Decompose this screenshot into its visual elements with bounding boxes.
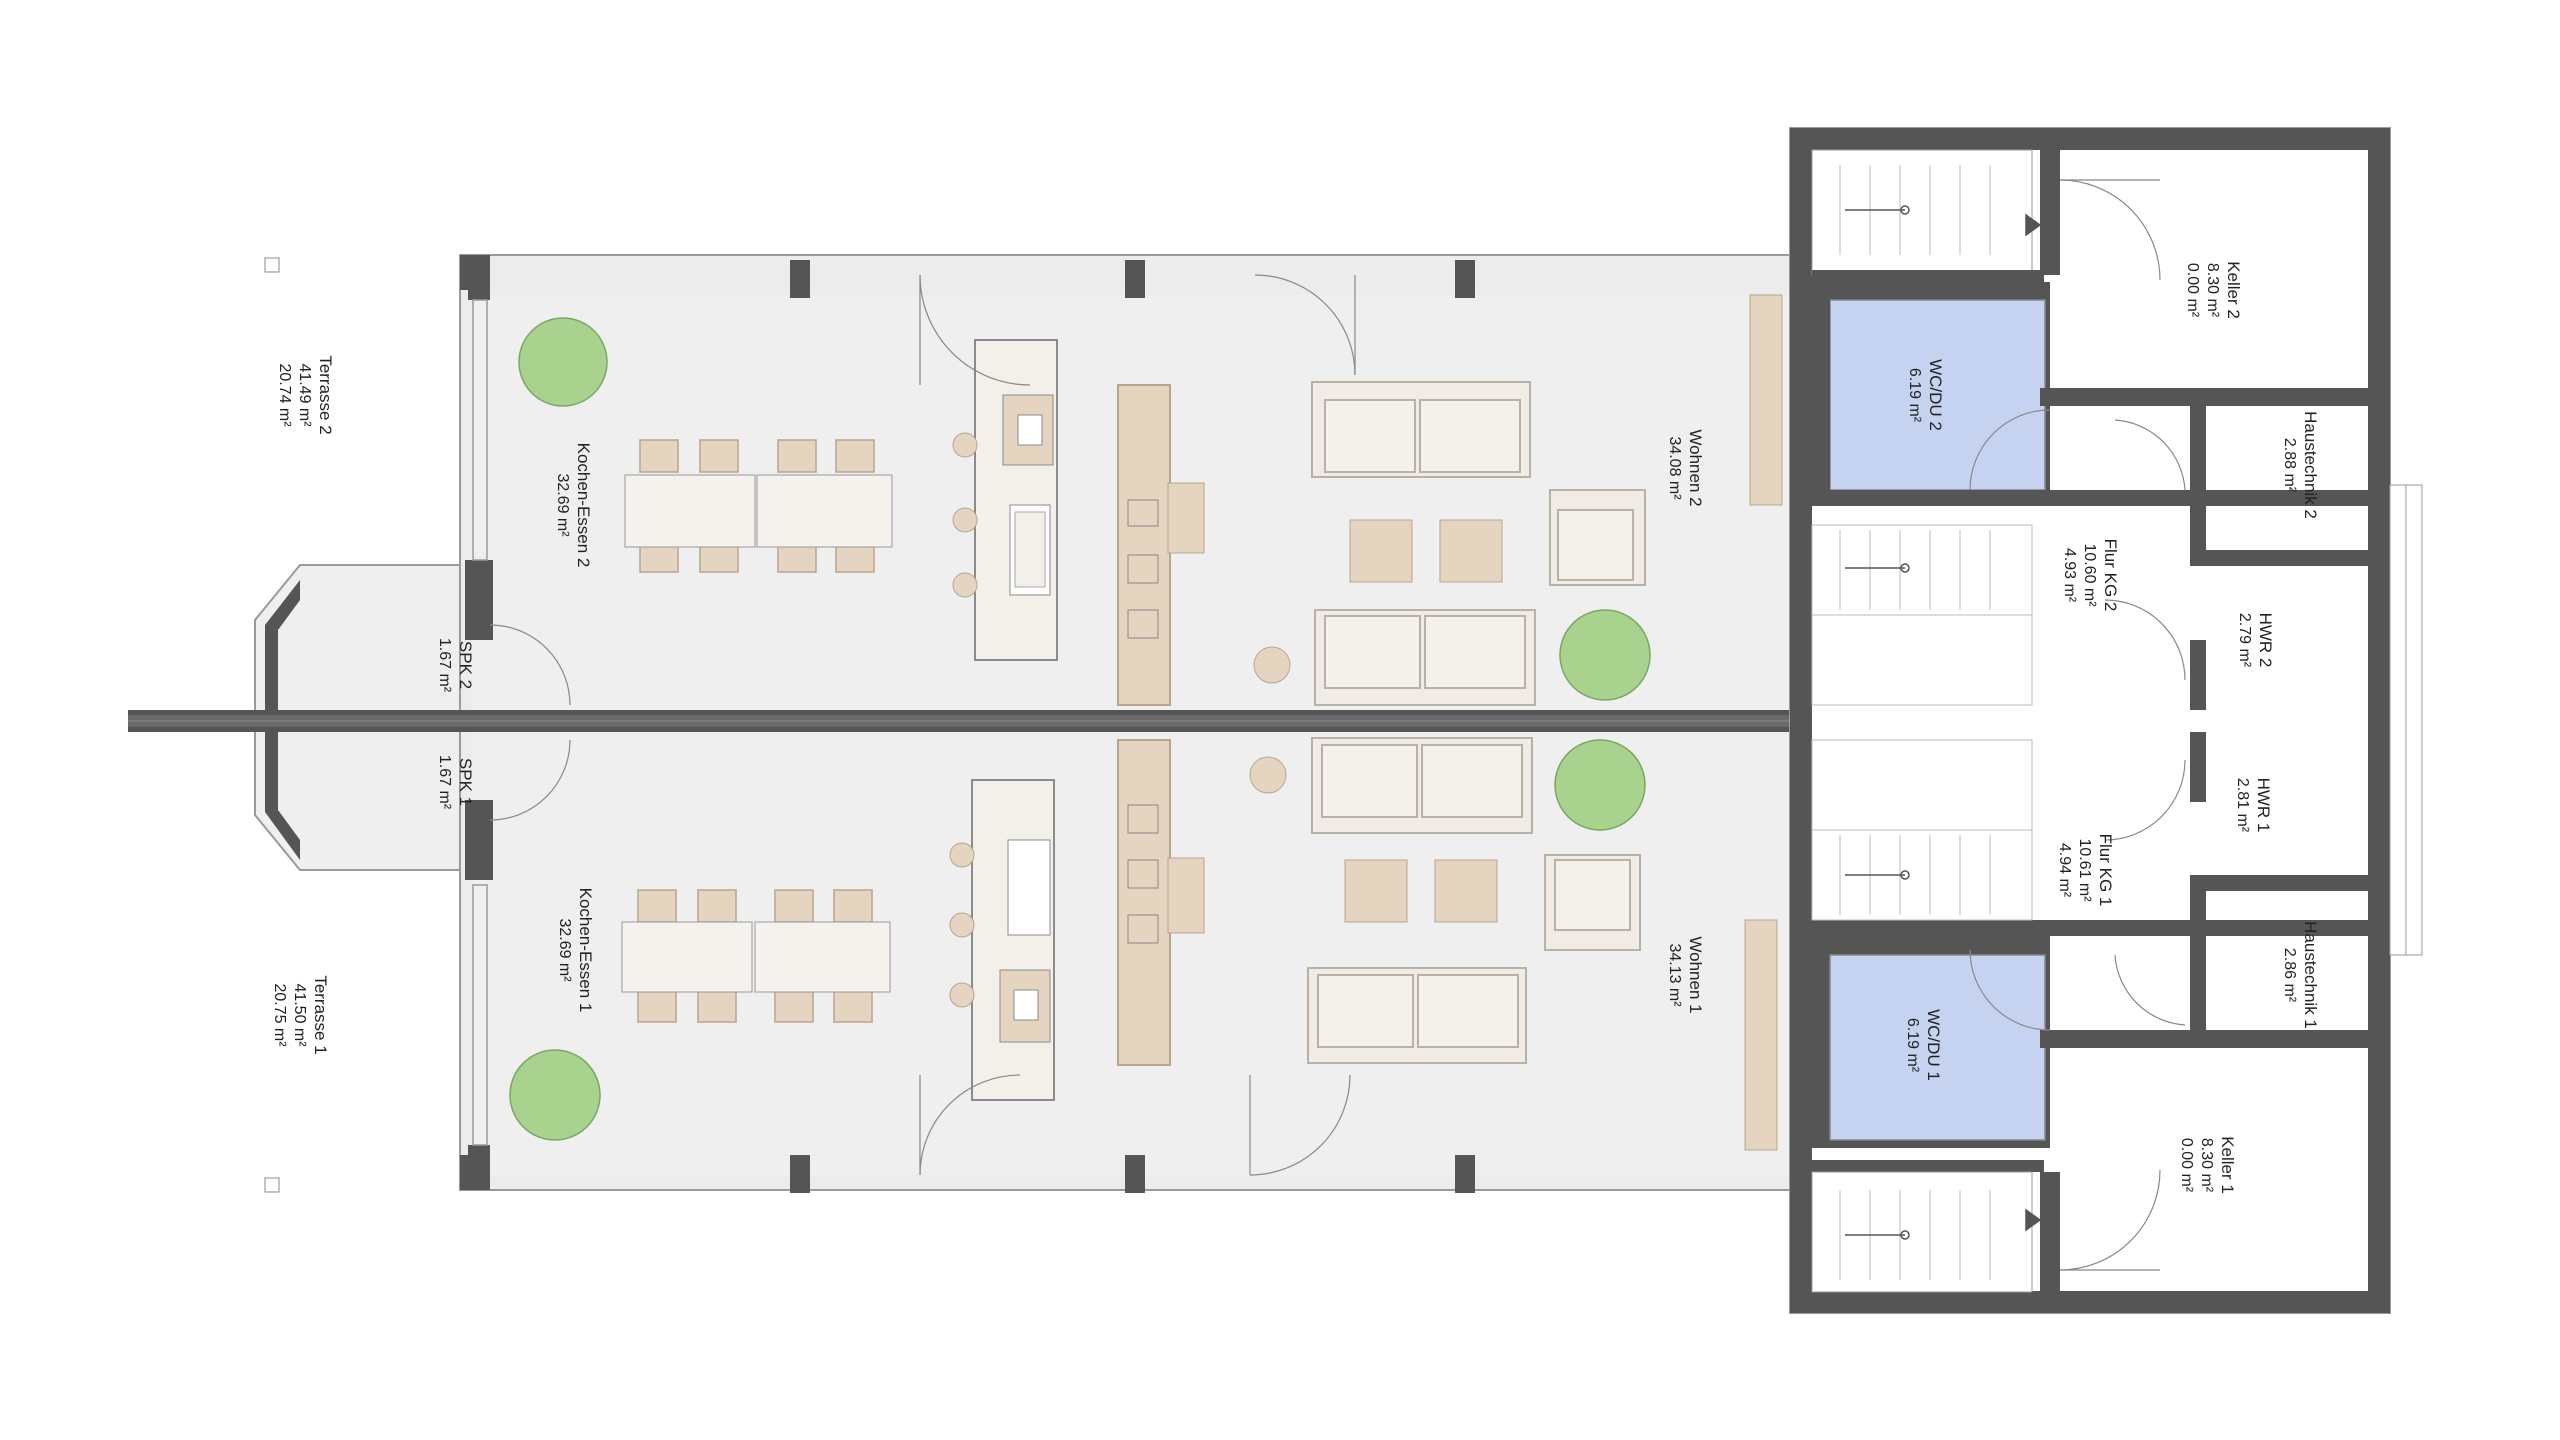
label-wc-du-2: WC/DU 2 6.19 m² <box>1906 359 1945 431</box>
stair-arrows <box>1845 205 2042 1240</box>
svg-text:HWR 1: HWR 1 <box>2254 778 2273 833</box>
svg-text:2.86 m²: 2.86 m² <box>2281 948 2298 1003</box>
side-cabinet-2 <box>1749 294 1783 506</box>
svg-text:2.79 m²: 2.79 m² <box>2236 613 2253 668</box>
svg-text:2.88 m²: 2.88 m² <box>2281 438 2298 493</box>
label-spk-1: SPK 1 1.67 m² <box>436 755 475 810</box>
label-wohnen-2: Wohnen 2 34.08 m² <box>1666 429 1705 506</box>
sofa-upper-1 <box>1311 737 1533 834</box>
svg-text:10.60 m²: 10.60 m² <box>2081 543 2098 607</box>
label-wohnen-1: Wohnen 1 34.13 m² <box>1666 936 1705 1013</box>
svg-text:WC/DU 2: WC/DU 2 <box>1926 359 1945 431</box>
svg-text:34.13 m²: 34.13 m² <box>1666 943 1683 1007</box>
armchair-2 <box>1549 489 1646 586</box>
svg-text:Flur KG 2: Flur KG 2 <box>2101 539 2120 612</box>
svg-text:4.94 m²: 4.94 m² <box>2056 843 2073 898</box>
label-terrasse-2: Terrasse 2 41.49 m² 20.74 m² <box>276 355 335 434</box>
svg-text:HWR 2: HWR 2 <box>2256 613 2275 668</box>
svg-text:Kochen-Essen 1: Kochen-Essen 1 <box>576 888 595 1013</box>
svg-text:WC/DU 1: WC/DU 1 <box>1924 1009 1943 1081</box>
svg-text:SPK 1: SPK 1 <box>456 758 475 806</box>
side-cabinet-1 <box>1744 919 1778 1151</box>
svg-text:0.00 m²: 0.00 m² <box>2184 263 2201 318</box>
svg-text:32.69 m²: 32.69 m² <box>554 473 571 537</box>
svg-text:1.67 m²: 1.67 m² <box>436 638 453 693</box>
coffee-tables-1 <box>1344 859 1498 923</box>
label-keller-2: Keller 2 8.30 m² 0.00 m² <box>2184 261 2243 319</box>
dining-table-1 <box>621 889 891 1023</box>
armchair-1 <box>1544 854 1641 951</box>
label-spk-2: SPK 2 1.67 m² <box>436 638 475 693</box>
kitchen-counter-2 <box>1117 384 1205 706</box>
room-labels: Terrasse 2 41.49 m² 20.74 m² Terrasse 1 … <box>271 261 2320 1194</box>
svg-text:34.08 m²: 34.08 m² <box>1666 436 1683 500</box>
svg-text:Keller 1: Keller 1 <box>2218 1136 2237 1194</box>
bar-stools-2 <box>952 432 978 598</box>
svg-text:41.50 m²: 41.50 m² <box>291 983 308 1047</box>
svg-text:SPK 2: SPK 2 <box>456 641 475 689</box>
sofa-lower-1 <box>1307 967 1527 1064</box>
label-wc-du-1: WC/DU 1 6.19 m² <box>1904 1009 1943 1081</box>
svg-text:41.49 m²: 41.49 m² <box>296 363 313 427</box>
svg-text:8.30 m²: 8.30 m² <box>2204 263 2221 318</box>
svg-text:1.67 m²: 1.67 m² <box>436 755 453 810</box>
label-terrasse-1: Terrasse 1 41.50 m² 20.75 m² <box>271 975 330 1054</box>
label-kochen-essen-2: Kochen-Essen 2 32.69 m² <box>554 443 593 568</box>
label-hwr-2: HWR 2 2.79 m² <box>2236 613 2275 668</box>
svg-text:Keller 2: Keller 2 <box>2224 261 2243 319</box>
label-haustechnik-2: Haustechnik 2 2.88 m² <box>2281 411 2320 519</box>
kitchen-island-2 <box>974 339 1058 661</box>
kitchen-island-1 <box>971 779 1055 1101</box>
svg-text:Kochen-Essen 2: Kochen-Essen 2 <box>574 443 593 568</box>
svg-text:Flur KG 1: Flur KG 1 <box>2096 834 2115 907</box>
label-hwr-1: HWR 1 2.81 m² <box>2234 778 2273 833</box>
svg-text:32.69 m²: 32.69 m² <box>556 918 573 982</box>
svg-text:20.74 m²: 20.74 m² <box>276 363 293 427</box>
plant-icon <box>509 317 1651 1141</box>
boundary-markers <box>264 257 280 1193</box>
svg-text:Terrasse 1: Terrasse 1 <box>311 975 330 1054</box>
svg-text:6.19 m²: 6.19 m² <box>1906 368 1923 423</box>
svg-text:Haustechnik 2: Haustechnik 2 <box>2301 411 2320 519</box>
label-kochen-essen-1: Kochen-Essen 1 32.69 m² <box>556 888 595 1013</box>
svg-text:10.61 m²: 10.61 m² <box>2076 838 2093 902</box>
svg-text:Wohnen 1: Wohnen 1 <box>1686 936 1705 1013</box>
svg-text:Wohnen 2: Wohnen 2 <box>1686 429 1705 506</box>
door-swings <box>489 179 2186 1271</box>
svg-text:0.00 m²: 0.00 m² <box>2178 1138 2195 1193</box>
kitchen-counter-1 <box>1117 739 1205 1066</box>
svg-text:Terrasse 2: Terrasse 2 <box>316 355 335 434</box>
bar-stools-1 <box>949 842 975 1008</box>
svg-text:2.81 m²: 2.81 m² <box>2234 778 2251 833</box>
coffee-tables-2 <box>1349 519 1503 583</box>
svg-text:Haustechnik 1: Haustechnik 1 <box>2301 921 2320 1029</box>
svg-text:8.30 m²: 8.30 m² <box>2198 1138 2215 1193</box>
sofa-lower-2 <box>1314 609 1536 706</box>
sofa-upper-2 <box>1311 381 1531 478</box>
dining-table-2 <box>624 439 893 573</box>
label-keller-1: Keller 1 8.30 m² 0.00 m² <box>2178 1136 2237 1194</box>
label-flur-kg-2: Flur KG 2 10.60 m² 4.93 m² <box>2061 539 2120 612</box>
svg-text:6.19 m²: 6.19 m² <box>1904 1018 1921 1073</box>
left-window-frames <box>472 299 488 1146</box>
label-haustechnik-1: Haustechnik 1 2.86 m² <box>2281 921 2320 1029</box>
utility-block <box>1789 127 2423 1314</box>
label-flur-kg-1: Flur KG 1 10.61 m² 4.94 m² <box>2056 834 2115 907</box>
svg-text:4.93 m²: 4.93 m² <box>2061 548 2078 603</box>
bay-window <box>254 560 493 880</box>
svg-text:20.75 m²: 20.75 m² <box>271 983 288 1047</box>
